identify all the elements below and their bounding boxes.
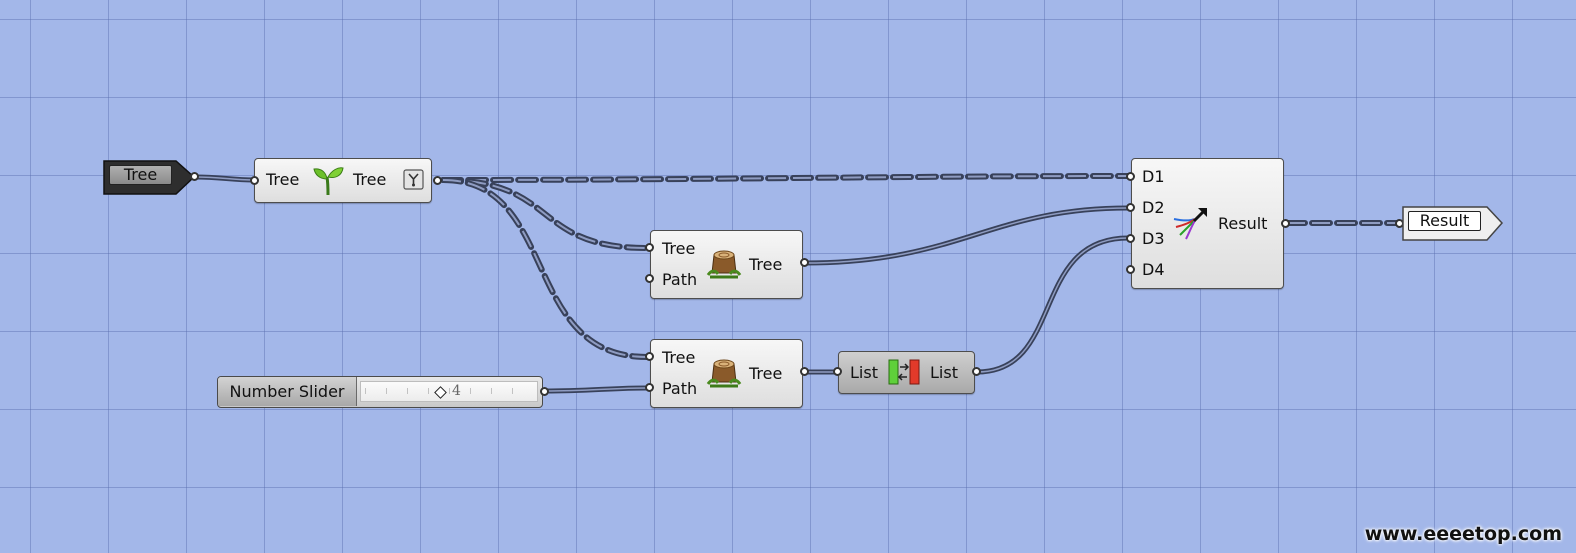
prune-bottom-output-grip[interactable]	[800, 367, 809, 376]
entwine-input-d2: D2	[1142, 198, 1165, 217]
prune-top-tree-grip[interactable]	[645, 243, 654, 252]
wire-graft-to-prune-bottom	[440, 177, 650, 360]
reverse-list-input-grip[interactable]	[833, 367, 842, 376]
tree-stump-icon	[706, 359, 742, 388]
wire-graft-to-prune-top	[440, 177, 650, 251]
entwine-input-d4: D4	[1142, 260, 1165, 279]
sprout-icon	[313, 167, 344, 196]
result-param-label: Result	[1408, 211, 1481, 231]
entwine-d4-grip[interactable]	[1126, 265, 1135, 274]
prune-top-path-input-label: Path	[662, 270, 698, 289]
graft-tree-node[interactable]: Tree Tree	[254, 158, 432, 203]
entwine-d2-grip[interactable]	[1126, 203, 1135, 212]
reverse-list-output-label: List	[930, 363, 958, 382]
graft-flag-icon[interactable]	[403, 169, 425, 191]
reverse-list-node[interactable]: List List	[838, 351, 975, 394]
prune-tree-node-top[interactable]: Tree Path Tree	[650, 230, 803, 299]
wire-slider-to-path	[544, 385, 648, 394]
graft-output-grip[interactable]	[433, 176, 442, 185]
tree-param-node[interactable]: Tree	[102, 159, 196, 195]
entwine-d3-grip[interactable]	[1126, 234, 1135, 243]
watermark: www.eeeetop.com	[1364, 523, 1562, 545]
prune-bottom-tree-input-label: Tree	[662, 348, 696, 367]
wire-prune-to-d2	[804, 205, 1129, 266]
reverse-list-input-label: List	[850, 363, 878, 382]
prune-bottom-path-grip[interactable]	[645, 383, 654, 392]
wire-tree-to-graft	[195, 174, 255, 183]
tree-param-label: Tree	[109, 165, 172, 185]
slider-name: Number Slider	[218, 377, 357, 406]
slider-track[interactable]: 4	[360, 381, 538, 402]
number-slider[interactable]: Number Slider 4	[217, 376, 543, 408]
slider-output-grip[interactable]	[540, 387, 549, 396]
entwine-output-label: Result	[1218, 214, 1268, 233]
prune-bottom-tree-grip[interactable]	[645, 352, 654, 361]
entwine-node[interactable]: D1 D2 D3 D4 Result	[1131, 158, 1284, 289]
wire-graft-to-d1	[440, 173, 1131, 183]
graft-output-label: Tree	[353, 170, 387, 189]
graft-input-grip[interactable]	[250, 176, 259, 185]
prune-bottom-output-label: Tree	[749, 364, 783, 383]
entwine-arrows-icon	[1173, 207, 1208, 240]
entwine-input-d1: D1	[1142, 167, 1165, 186]
tree-stump-icon	[706, 250, 742, 279]
entwine-d1-grip[interactable]	[1126, 172, 1135, 181]
reverse-list-icon	[888, 359, 920, 385]
prune-top-output-label: Tree	[749, 255, 783, 274]
prune-tree-node-bottom[interactable]: Tree Path Tree	[650, 339, 803, 408]
prune-top-output-grip[interactable]	[800, 258, 809, 267]
slider-value: 4	[452, 383, 461, 399]
entwine-input-d3: D3	[1142, 229, 1165, 248]
slider-ticks	[365, 388, 533, 394]
entwine-result-grip[interactable]	[1281, 219, 1290, 228]
tree-param-output-grip[interactable]	[190, 172, 199, 181]
wire-list-to-d3	[976, 235, 1129, 375]
prune-top-path-grip[interactable]	[645, 274, 654, 283]
prune-bottom-path-input-label: Path	[662, 379, 698, 398]
result-param-node[interactable]: Result	[1401, 205, 1505, 241]
prune-top-tree-input-label: Tree	[662, 239, 696, 258]
graft-input-label: Tree	[266, 170, 300, 189]
reverse-list-output-grip[interactable]	[972, 367, 981, 376]
